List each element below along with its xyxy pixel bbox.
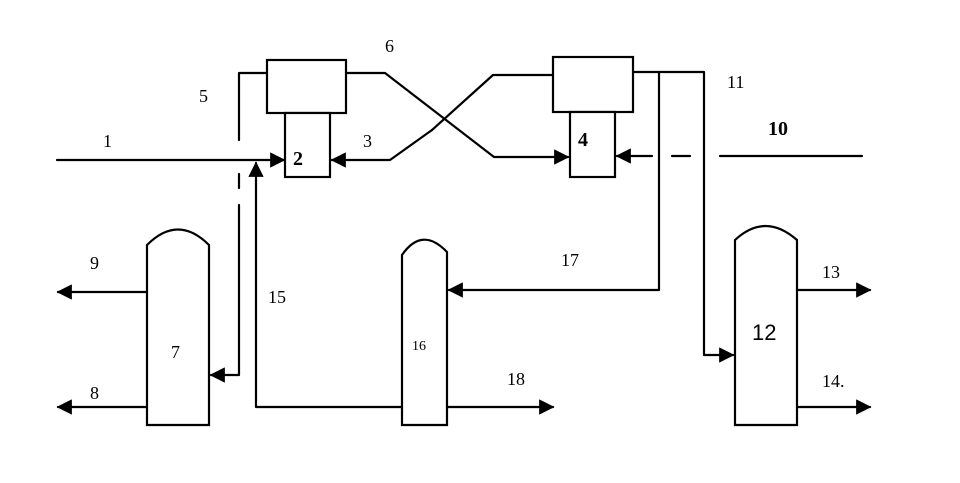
label-6: 6	[385, 36, 394, 56]
stream-3-line	[330, 128, 434, 168]
label-9: 9	[90, 253, 99, 273]
label-7: 7	[171, 342, 180, 362]
label-16: 16	[412, 339, 426, 354]
label-5: 5	[199, 86, 208, 106]
stream-11-line	[631, 70, 735, 363]
stream-17-line	[447, 70, 661, 298]
label-2: 2	[293, 148, 303, 170]
label-14: 14.	[822, 371, 845, 391]
unit-4-lower-box	[568, 110, 617, 179]
label-10: 10	[768, 118, 788, 140]
label-4: 4	[578, 129, 588, 151]
label-1: 1	[103, 131, 112, 151]
column-7	[145, 228, 211, 427]
unit-2-upper-box	[265, 58, 348, 115]
stream-5-line	[237, 71, 269, 142]
stream-return-line	[430, 73, 555, 132]
unit-4-upper-box	[551, 55, 635, 114]
stream-5-lower	[209, 203, 241, 383]
label-17: 17	[561, 250, 579, 270]
label-8: 8	[90, 383, 99, 403]
label-15: 15	[268, 287, 286, 307]
column-16	[400, 238, 449, 427]
stream-15-line	[248, 161, 404, 409]
label-11: 11	[727, 72, 744, 92]
column-12	[733, 225, 799, 427]
label-18: 18	[507, 369, 525, 389]
label-13: 13	[822, 262, 840, 282]
unit-2-lower-box	[283, 111, 332, 179]
label-3: 3	[363, 131, 372, 151]
label-12: 12	[752, 320, 776, 345]
stream-6-line	[344, 71, 570, 165]
